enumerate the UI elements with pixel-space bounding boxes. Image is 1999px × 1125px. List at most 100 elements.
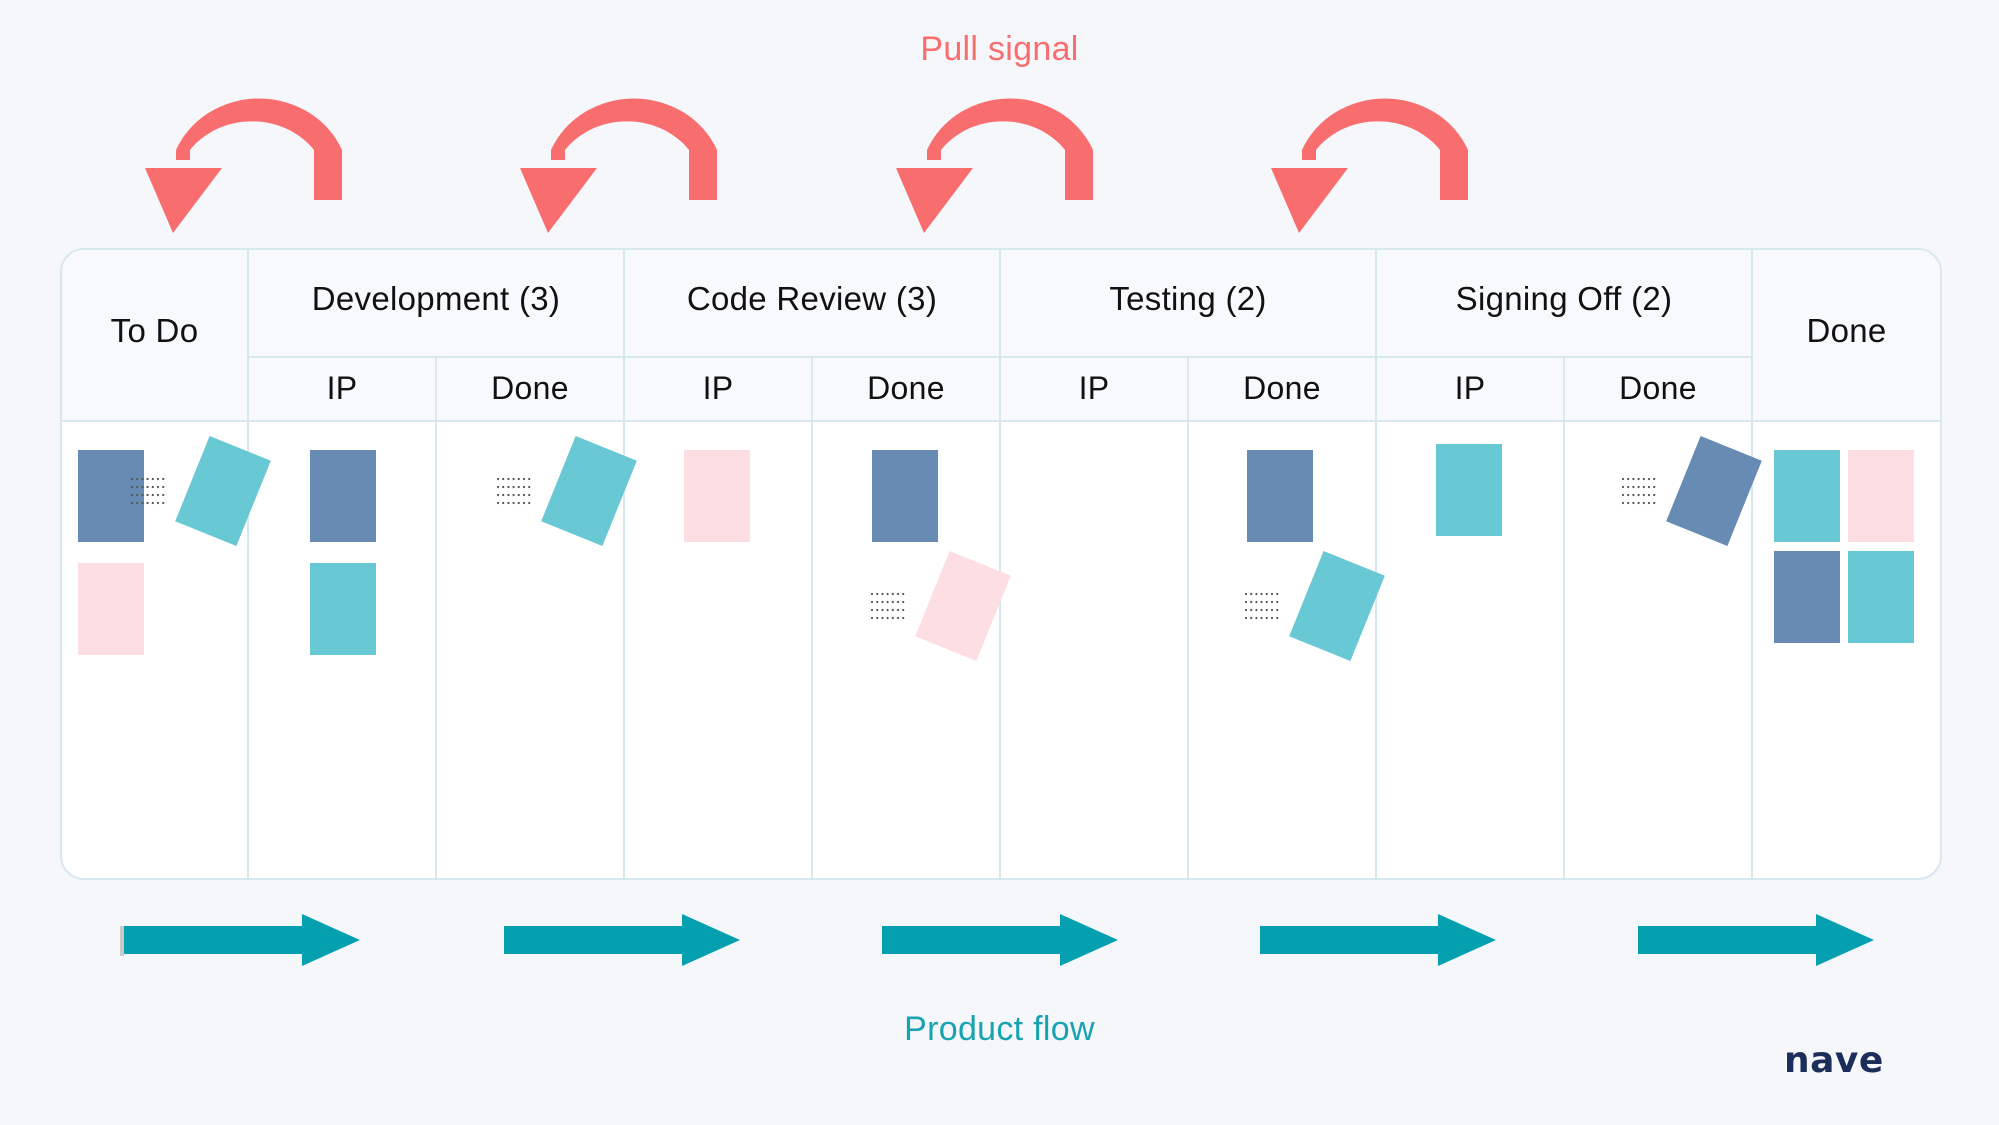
- motion-dot: [1621, 493, 1625, 497]
- motion-dot: [1276, 616, 1279, 620]
- motion-dot: [502, 501, 505, 505]
- motion-dot: [162, 493, 165, 497]
- motion-dot: [896, 592, 900, 596]
- testing-ip-label: IP: [1078, 370, 1110, 406]
- motion-dot: [528, 485, 531, 489]
- flow-arrow: [882, 914, 1118, 966]
- motion-dot: [528, 493, 531, 497]
- subheader-separator: [1377, 356, 1751, 358]
- card-teal: [1848, 551, 1914, 643]
- motion-dot: [1627, 501, 1630, 505]
- card-teal: [175, 435, 271, 547]
- task-card: [1621, 435, 1762, 547]
- motion-dot: [1627, 485, 1630, 489]
- motion-dot: [1265, 616, 1268, 620]
- motion-dot: [528, 501, 531, 505]
- motion-dot: [891, 600, 894, 604]
- motion-dot: [1265, 608, 1268, 612]
- motion-dot: [496, 485, 500, 489]
- motion-dot: [156, 501, 160, 505]
- subcolumn-divider: [435, 356, 437, 878]
- nave-logo: nave: [1784, 1040, 1884, 1081]
- motion-dot: [902, 608, 905, 612]
- motion-dot: [876, 600, 879, 604]
- motion-dot: [1632, 493, 1635, 497]
- motion-dot: [1270, 608, 1274, 612]
- motion-dot: [870, 600, 874, 604]
- task-card: [684, 450, 750, 542]
- motion-dot: [1627, 493, 1630, 497]
- motion-dot: [141, 493, 144, 497]
- motion-dot: [886, 608, 889, 612]
- code-review-done-label: Done: [867, 370, 945, 406]
- task-card: [872, 450, 938, 542]
- motion-dot: [1642, 485, 1645, 489]
- motion-dot: [136, 477, 139, 481]
- motion-dot: [896, 608, 900, 612]
- subheader-separator: [1001, 356, 1375, 358]
- motion-dot: [1260, 616, 1263, 620]
- motion-dot: [162, 501, 165, 505]
- motion-dot: [902, 616, 905, 620]
- motion-dot: [1632, 485, 1635, 489]
- motion-dot: [512, 501, 515, 505]
- motion-dot: [512, 485, 515, 489]
- testing-done-label: Done: [1243, 370, 1321, 406]
- motion-dot: [141, 477, 144, 481]
- task-card: [1848, 551, 1914, 643]
- motion-dot: [1653, 501, 1656, 505]
- motion-dot: [1270, 616, 1274, 620]
- motion-dot: [528, 477, 531, 481]
- signing-off-ip-label: IP: [1454, 370, 1486, 406]
- card-pink: [915, 550, 1011, 662]
- task-card: [130, 435, 271, 547]
- motion-dot: [881, 616, 884, 620]
- signing-off-done-label: Done: [1619, 370, 1697, 406]
- motion-dot: [136, 501, 139, 505]
- pull-signal-title: Pull signal: [920, 30, 1079, 68]
- motion-dot: [896, 600, 900, 604]
- motion-dot: [141, 501, 144, 505]
- motion-dot: [517, 477, 520, 481]
- motion-dot: [1276, 608, 1279, 612]
- card-teal: [1436, 444, 1502, 536]
- card-blue: [1774, 551, 1840, 643]
- column-signing-off-label: Signing Off (2): [1455, 280, 1673, 317]
- task-card: [310, 450, 376, 542]
- motion-dot: [162, 477, 165, 481]
- motion-dot: [1637, 477, 1640, 481]
- card-teal: [310, 563, 376, 655]
- motion-dot: [151, 493, 154, 497]
- motion-dot: [156, 493, 160, 497]
- motion-dot: [1621, 501, 1625, 505]
- subheader-separator: [625, 356, 999, 358]
- flow-arrow: [504, 914, 740, 966]
- motion-dot: [881, 600, 884, 604]
- motion-dot: [522, 477, 526, 481]
- motion-dot: [886, 616, 889, 620]
- motion-dot: [151, 501, 154, 505]
- product-flow-title: Product flow: [904, 1010, 1095, 1048]
- motion-dot: [512, 477, 515, 481]
- motion-dot: [1632, 501, 1635, 505]
- motion-dot: [1642, 501, 1645, 505]
- motion-dot: [876, 592, 879, 596]
- motion-dot: [522, 493, 526, 497]
- motion-dot: [891, 592, 894, 596]
- card-blue: [872, 450, 938, 542]
- motion-dot: [1621, 477, 1625, 481]
- task-card: [1436, 444, 1502, 536]
- motion-dot: [517, 501, 520, 505]
- motion-dot: [136, 485, 139, 489]
- motion-dot: [891, 616, 894, 620]
- column-code-review-label: Code Review (3): [686, 280, 938, 317]
- motion-dot: [502, 493, 505, 497]
- motion-dot: [1642, 493, 1645, 497]
- motion-dot: [507, 485, 510, 489]
- motion-dot: [1244, 616, 1248, 620]
- pull-arrow: [1271, 98, 1468, 233]
- motion-dot: [146, 485, 149, 489]
